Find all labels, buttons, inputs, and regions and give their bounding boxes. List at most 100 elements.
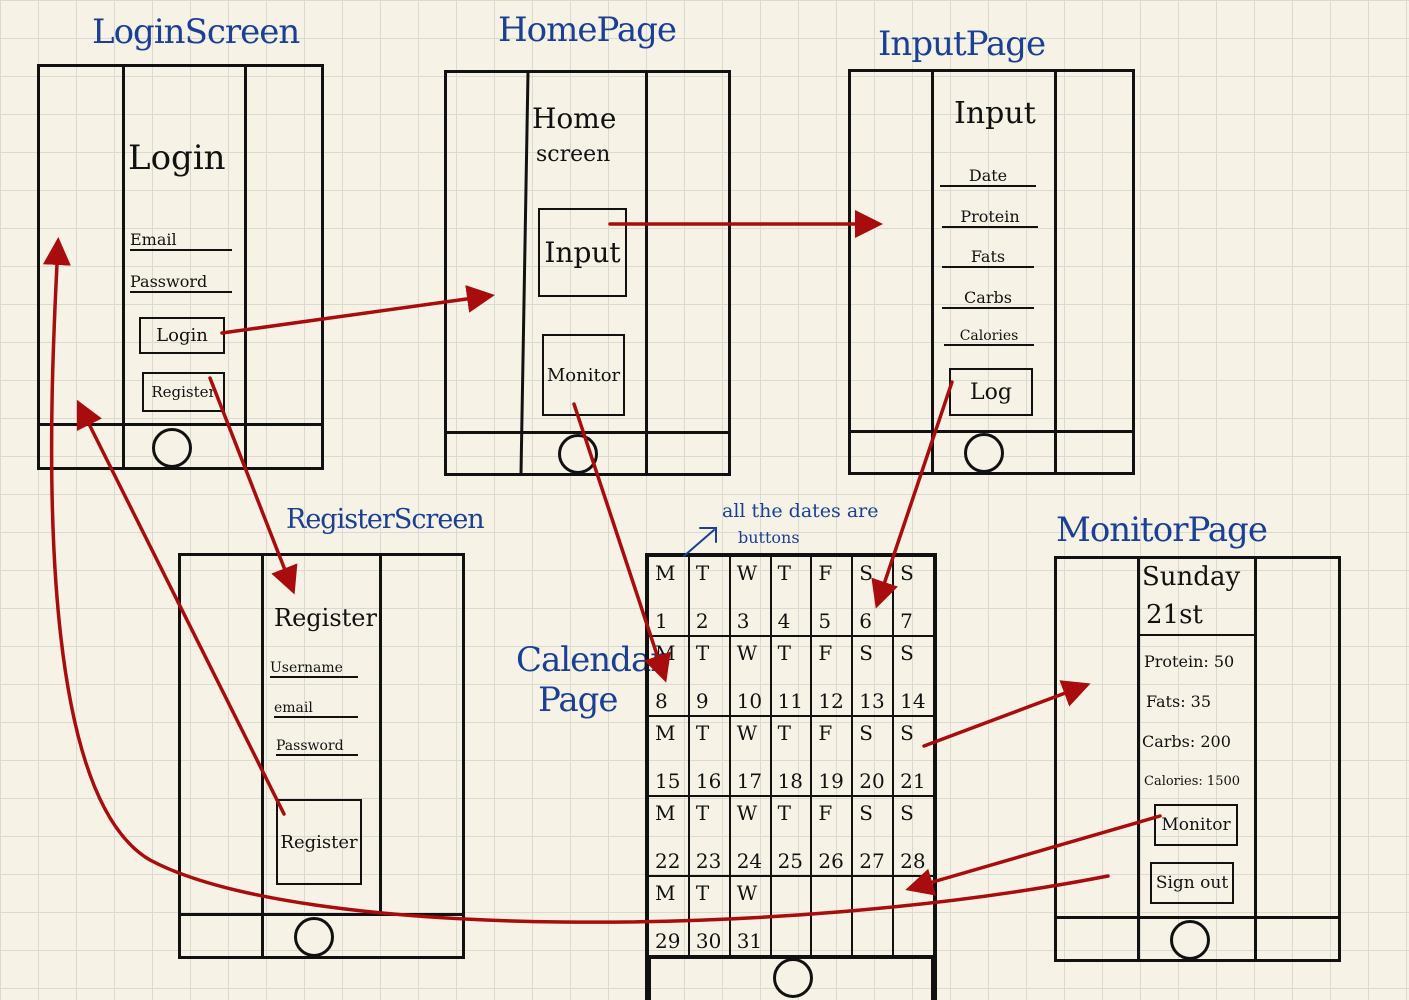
home-input-button[interactable]: Input (538, 208, 627, 297)
calendar-day-number: 5 (818, 609, 832, 633)
calendar-weekday-label: T (695, 801, 710, 825)
arrow-log-to-calendar (871, 380, 954, 609)
calendar-weekday-label: T (777, 801, 791, 825)
calendar-weekday-label: M (655, 721, 676, 745)
login-home-button[interactable] (152, 428, 192, 468)
input-carbs-field[interactable]: Carbs (942, 288, 1034, 309)
calendar-day-26[interactable]: F 26 (811, 796, 853, 876)
calendar-weekday-label: T (777, 641, 791, 665)
monitor-home-button[interactable] (1170, 920, 1210, 960)
calendar-weekday-label: T (695, 721, 710, 745)
calendar-home-button[interactable] (773, 958, 813, 998)
calendar-day-number: 16 (695, 769, 722, 793)
calendar-weekday-label: W (736, 721, 758, 745)
calendar-day-number: 20 (859, 769, 885, 793)
login-email-field[interactable]: Email (130, 230, 232, 251)
input-fats-field[interactable]: Fats (942, 247, 1034, 268)
input-protein-field[interactable]: Protein (942, 207, 1038, 228)
calendar-weekday-label: T (695, 641, 710, 665)
calendar-day-18[interactable]: T 18 (770, 716, 812, 796)
calendar-day-20[interactable]: S 20 (852, 716, 894, 796)
home-home-button[interactable] (558, 434, 598, 474)
input-page-phone (848, 69, 1135, 475)
register-username-field[interactable]: Username (270, 660, 358, 678)
calendar-weekday-label: T (777, 721, 791, 745)
calendar-day-10[interactable]: W 10 (729, 636, 771, 716)
calendar-weekday-label: S (859, 561, 873, 585)
calendar-day-number: 13 (859, 689, 885, 713)
monitor-signout-button[interactable]: Sign out (1150, 862, 1234, 904)
calendar-day-number: 21 (900, 769, 926, 793)
register-submit-button[interactable]: Register (276, 799, 362, 885)
input-log-button[interactable]: Log (949, 368, 1033, 416)
calendar-day-number: 10 (736, 689, 763, 713)
annotation-pointer (683, 529, 715, 557)
calendar-day-number: 26 (818, 849, 844, 873)
home-monitor-button[interactable]: Monitor (542, 334, 625, 416)
calendar-day-number: 31 (736, 929, 763, 953)
input-page-title: InputPage (878, 24, 1046, 64)
calendar-weekday-label: W (736, 881, 758, 905)
calendar-day-number: 23 (695, 849, 722, 873)
calendar-weekday-label: W (736, 641, 758, 665)
calendar-weekday-label: M (655, 561, 676, 585)
login-button[interactable]: Login (139, 317, 225, 354)
monitor-protein: Protein: 50 (1144, 652, 1235, 671)
input-calories-field[interactable]: Calories (944, 328, 1034, 346)
calendar-day-number: 12 (818, 689, 844, 713)
register-home-button[interactable] (294, 917, 334, 957)
register-password-field[interactable]: Password (276, 738, 358, 756)
arrow-calendar-to-monitor (922, 680, 1091, 748)
login-register-button[interactable]: Register (142, 372, 225, 412)
calendar-day-number: 6 (859, 609, 873, 633)
calendar-day-number: 27 (859, 849, 885, 873)
login-password-field[interactable]: Password (130, 272, 232, 293)
calendar-page-title-line2: Page (538, 680, 619, 720)
arrow-signout-to-login (42, 237, 1110, 924)
calendar-day-number: 22 (655, 849, 681, 873)
calendar-day-16[interactable]: T 16 (688, 716, 730, 796)
input-home-button[interactable] (964, 433, 1004, 473)
arrow-monitor-to-calendar (905, 814, 1162, 896)
calendar-day-23[interactable]: T 23 (688, 796, 730, 876)
register-email-field[interactable]: email (274, 700, 358, 718)
calendar-weekday-label: W (736, 561, 758, 585)
monitor-monitor-button[interactable]: Monitor (1154, 804, 1238, 846)
input-date-field[interactable]: Date (940, 166, 1036, 187)
calendar-day-number: 24 (736, 849, 763, 873)
calendar-day-number: 2 (695, 609, 709, 633)
calendar-weekday-label: S (900, 801, 914, 825)
home-page-title: HomePage (498, 10, 677, 50)
home-heading-line2: screen (536, 142, 611, 167)
calendar-day-number: 18 (777, 769, 804, 793)
calendar-day-number: 4 (777, 609, 791, 633)
calendar-weekday-label: S (859, 721, 873, 745)
calendar-weekday-label: F (818, 801, 833, 825)
calendar-weekday-label: M (655, 881, 676, 905)
monitor-day: Sunday (1142, 562, 1241, 592)
calendar-weekday-label: T (777, 561, 791, 585)
